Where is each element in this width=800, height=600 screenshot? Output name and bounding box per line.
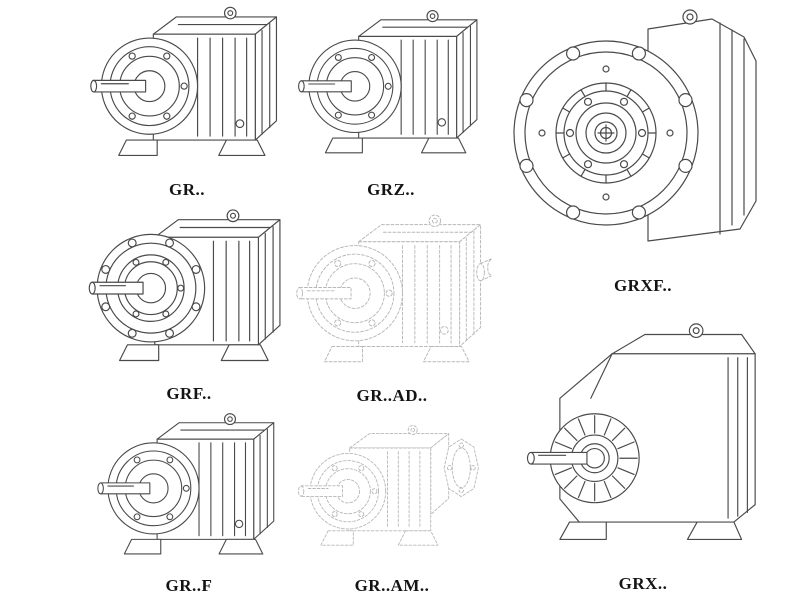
figure-gr: GR.. bbox=[86, 2, 288, 202]
figure-label-gr: GR.. bbox=[169, 180, 205, 199]
figure-label-grx: GRX.. bbox=[618, 574, 668, 593]
figure-grz: GRZ.. bbox=[294, 2, 488, 202]
figure-label-grz: GRZ.. bbox=[367, 180, 415, 199]
grf-flange-foot-gearbox-drawing bbox=[86, 206, 292, 382]
figure-label-grxf: GRXF.. bbox=[613, 276, 673, 295]
figure-grxf: GRXF.. bbox=[498, 2, 788, 298]
gr-foot-mounted-gearbox-drawing bbox=[86, 2, 288, 178]
grx-large-gearbox-drawing bbox=[498, 300, 788, 572]
gr-am-motor-adapter-gearbox-drawing bbox=[292, 412, 492, 574]
figure-grx: GRX.. bbox=[498, 300, 788, 596]
figure-grf: GRF.. bbox=[86, 206, 292, 406]
gr-f-foot-mounted-gearbox-drawing bbox=[86, 410, 292, 574]
gr-ad-adapter-gearbox-drawing bbox=[292, 210, 492, 384]
figure-gr-am: GR..AM.. bbox=[292, 412, 492, 598]
figure-label-grf: GRF.. bbox=[166, 384, 212, 403]
figure-label-gr-ad: GR..AD.. bbox=[356, 386, 428, 405]
figure-gr-f: GR..F bbox=[86, 410, 292, 598]
figure-gr-ad: GR..AD.. bbox=[292, 210, 492, 408]
grz-foot-mounted-gearbox-drawing bbox=[294, 2, 488, 178]
figure-label-gr-am: GR..AM.. bbox=[354, 576, 430, 595]
grxf-flange-gearbox-drawing bbox=[498, 2, 788, 274]
figure-label-gr-f: GR..F bbox=[165, 576, 213, 595]
